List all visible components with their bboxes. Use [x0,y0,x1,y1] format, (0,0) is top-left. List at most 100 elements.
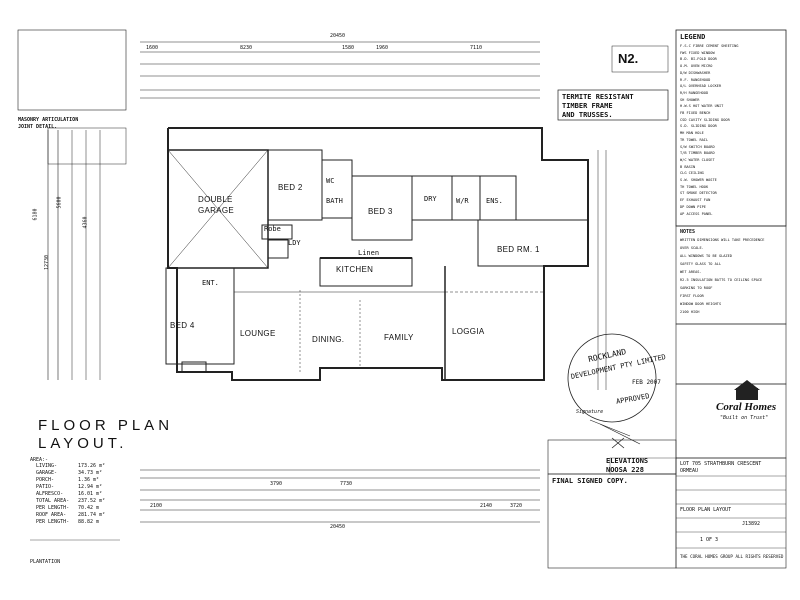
area-row-value: 173.26 m² [78,463,106,469]
top-dimension-3: 1580 [342,45,355,51]
area-row-value: 1.36 m² [78,477,100,483]
legend-item: MH MAN HOLE [680,131,704,136]
area-row-value: 16.01 m² [78,491,103,497]
legend-item: R.F. RANGEHOOD [680,77,711,82]
legend-item: ST SMOKE DETECTOR [680,191,717,196]
area-row: GARAGE-34.73 m² [30,470,120,477]
note-item: FIRST FLOOR [680,294,704,298]
brand-name: Coral Homes [716,401,777,413]
sheet-code: N2. [618,51,639,66]
legend-item: D/W DISHWASHER [680,70,711,75]
legend-item: O.M. OVEN MICRO [680,64,713,69]
area-row-label: TOTAL AREA- [36,498,70,504]
legend-title: LEGEND [680,33,706,41]
area-row: LIVING-173.26 m² [30,463,120,470]
legend-item: H.W.S HOT WATER UNIT [680,104,724,109]
note-item: 2100 HIGH [680,310,700,314]
legend-item: B BASIN [680,164,696,169]
room-laundry: LDY [288,239,301,247]
room-entry: ENT. [202,279,219,287]
copyright: THE CORAL HOMES GROUP ALL RIGHTS RESERVE… [680,554,784,559]
top-dimension-1: 1600 [146,45,159,51]
bottom-dimension-3: 7730 [340,481,353,487]
termite-notice-l3: AND TRUSSES. [562,111,613,119]
top-dimension-2: 8230 [240,45,253,51]
drawing-title-line2: LAYOUT. [38,435,128,452]
legend-item: R/H RANGEHOOD [680,90,709,95]
room-linen: Linen [358,249,380,257]
left-dimension-1: 6180 [32,208,39,221]
stamp-date: FEB 2007 [632,379,661,386]
room-bed2: BED 2 [278,183,303,192]
sheet-number: 1 OF 3 [700,537,719,543]
area-row: PER LENGTH- 70.42 m [30,505,120,512]
room-bed1: BED RM. 1 [497,245,540,254]
legend-item: FB FIXED BENCH [680,111,711,115]
note-item: SAFETY GLASS TO ALL [680,262,722,266]
legend-item: T/B TIMBER BOARD [680,151,715,156]
masonry-title-l2: JOINT DETAIL. [18,124,58,130]
left-dimension-2: 12730 [44,254,51,271]
top-dimension-4: 1960 [376,45,389,51]
coral-homes-logo-icon [734,380,760,400]
legend-item: CLG CEILING [680,171,704,176]
legend-item: TH TOWEL HOOK [680,184,709,189]
legend-item: S/W SWITCH BOARD [680,144,715,149]
title-block-drawing-title: FLOOR PLAN LAYOUT [680,507,732,513]
area-row: TOTAL AREA-237.52 m² [30,498,120,505]
elevations-l1: ELEVATIONS [606,457,649,465]
legend-item: W/C WATER CLOSET [680,157,715,162]
bottom-dimension-4: 2140 [480,503,493,509]
bottom-dimension-2: 3790 [270,481,283,487]
area-row: PATIO-12.94 m² [30,484,120,491]
area-row-label: PORCH- [36,477,55,483]
termite-notice-l2: TIMBER FRAME [562,102,613,110]
note-item: ALL WINDOWS TO BE GLAZED [680,254,732,258]
plantation-label: PLANTATION [30,559,61,565]
area-row-label: PER LENGTH- [36,505,70,511]
legend-item: S.W. SHOWER WASTE [680,178,717,182]
area-row-label: GARAGE- [36,470,58,476]
room-robe: Robe [264,225,281,233]
bottom-total-dimension: 20450 [330,524,346,530]
area-row-value: 70.42 m [78,505,100,511]
bottom-dimension-1: 2100 [150,503,163,509]
room-bed4: BED 4 [170,321,195,330]
area-row-label: ROOF AREA- [36,512,67,518]
legend-item: FWS FIXED WINDOW [680,50,715,55]
note-item: WET AREAS. [680,270,702,274]
legend-item: TR TOWEL RAIL [680,137,709,142]
lot-address: LOT 705 STRATHBURN CRESCENT [680,461,762,467]
legend-item: O/L OVERHEAD LOCKER [680,84,722,89]
left-dimension-3: 5600 [56,196,63,209]
note-item: SARKING TO ROOF [680,286,713,290]
elevations-l2: NOOSA 228 [606,466,644,474]
area-row-label: ALFRESCO- [36,491,64,497]
note-item: WINDOW DOOR HEIGHTS [680,302,722,306]
area-header: AREA:- [30,457,49,463]
area-row-value: 281.74 m² [78,512,106,518]
room-kitchen: KITCHEN [336,265,374,274]
overall-width-dimension: 20450 [330,33,346,39]
room-dry: DRY [424,195,437,203]
area-row-label: PER LENGTH- [36,519,70,525]
suburb: ORMEAU [680,468,699,474]
note-item: WRITTEN DIMENSIONS WILL TAKE PRECEDENCE [680,238,765,242]
area-row-value: 88.82 m [78,519,100,525]
note-item: OVER SCALE. [680,246,704,250]
legend-item: F.S.C FIBRE CEMENT SHEETING [680,44,739,48]
legend-item: DP DOWN PIPE [680,204,706,209]
brand-tagline: "Built on Trust" [720,415,769,421]
room-wir: W/R [456,197,469,205]
area-row: PORCH- 1.36 m² [30,477,120,484]
room-bed3: BED 3 [368,207,393,216]
room-bath: BATH [326,197,343,205]
room-double-garage-l1: DOUBLE [198,195,233,204]
legend-item: CSD CAVITY SLIDING DOOR [680,117,730,122]
legend-item: AP ACCESS PANEL [680,211,713,216]
notes-list: WRITTEN DIMENSIONS WILL TAKE PRECEDENCE O… [680,238,784,322]
masonry-title-l1: MASONRY ARTICULATION [18,117,79,123]
legend-item: B.D. BI-FOLD DOOR [680,57,717,62]
